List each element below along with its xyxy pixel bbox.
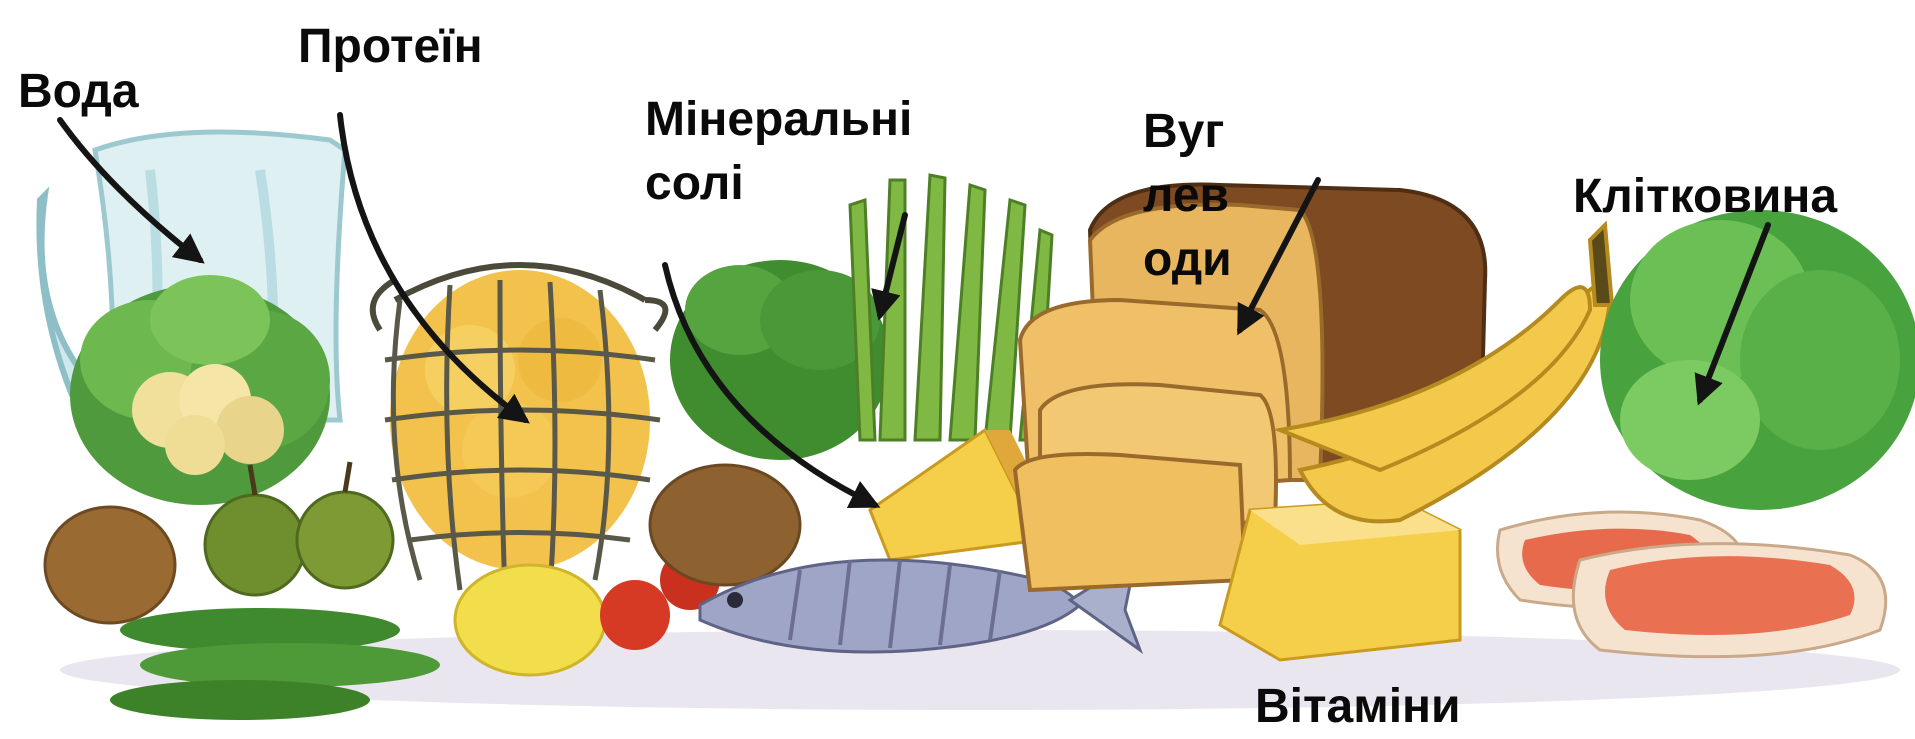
label-minerals: Мінеральні солі [645,88,912,216]
label-protein: Протеїн [298,15,483,79]
label-minerals-line-2: солі [645,152,912,216]
cucumbers [110,608,440,720]
label-carbs: Вуг лев оди [1143,100,1232,292]
potato-middle [650,465,800,585]
label-vitamins: Вітаміни [1255,675,1461,739]
potato-left [45,507,175,623]
cheese-block [1220,500,1460,660]
label-carbs-line-3: оди [1143,228,1232,292]
lemon [455,565,605,675]
label-fiber: Клітковина [1573,165,1837,229]
label-carbs-line-1: Вуг [1143,100,1232,164]
steaks [1498,512,1886,657]
label-water: Вода [18,60,139,124]
label-carbs-line-2: лев [1143,164,1232,228]
label-minerals-line-1: Мінеральні [645,88,912,152]
